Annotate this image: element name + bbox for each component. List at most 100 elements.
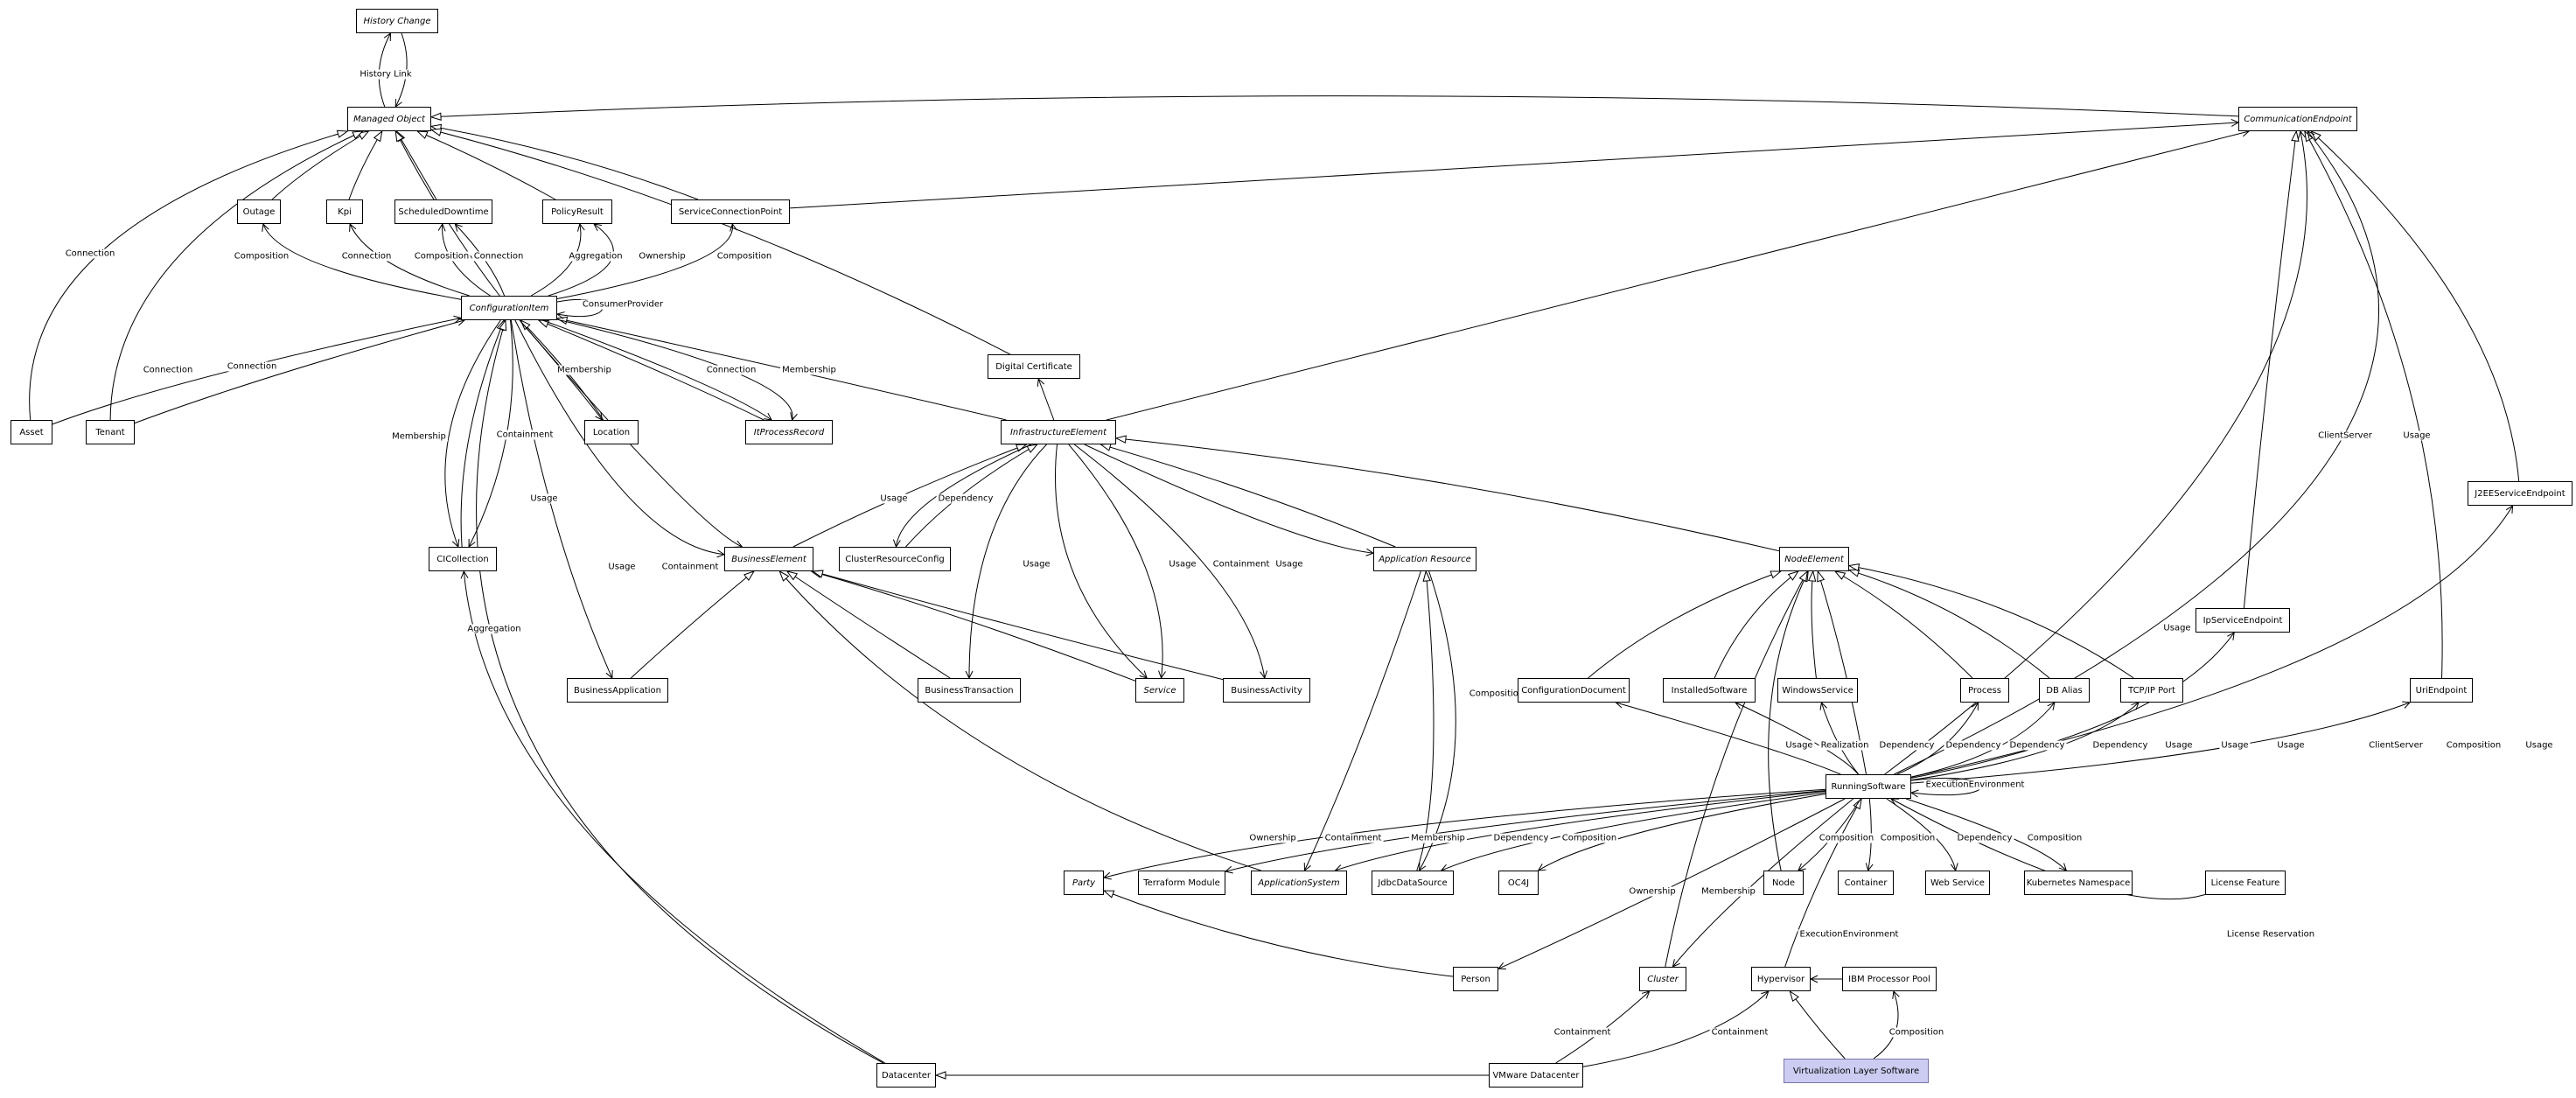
node-it-process-record[interactable]: ItProcessRecord [745,420,833,444]
edge-infrastructure-element-cluster-resource-config [892,444,1032,549]
edge-running-software-ip-service-endpoint [1910,632,2235,779]
edge-label: Usage [2275,740,2307,751]
edge-label: Containment [1211,559,1272,570]
edge-label: Ownership [1247,833,1298,843]
edge-vmware-datacenter-hypervisor [1582,990,1770,1067]
edge-configuration-item-ci-collection [444,319,501,549]
edge-label: Ownership [637,251,688,262]
node-kpi[interactable]: Kpi [326,199,363,224]
node-tcpip-port[interactable]: TCP/IP Port [2120,678,2183,703]
edge-label: Dependency [1955,833,2014,843]
edge-label: Composition [2444,740,2503,751]
node-jdbc-data-source[interactable]: JdbcDataSource [1372,871,1454,895]
edge-label: Aggregation [567,251,625,262]
edge-application-resource-application-system [1303,570,1421,872]
node-node[interactable]: Node [1763,871,1804,895]
node-person[interactable]: Person [1453,967,1498,991]
edge-application-system-business-element [778,570,1261,871]
node-cluster-resource-config[interactable]: ClusterResourceConfig [839,547,951,571]
node-node-element[interactable]: NodeElement [1779,547,1849,571]
node-kubernetes-namespace[interactable]: Kubernetes Namespace [2024,871,2133,895]
edge-datacenter-configuration-item [476,318,884,1064]
node-application-resource[interactable]: Application Resource [1373,547,1476,571]
node-datacenter[interactable]: Datacenter [876,1063,936,1088]
node-asset[interactable]: Asset [10,420,52,444]
node-scheduled-downtime[interactable]: ScheduledDowntime [394,199,492,224]
node-ibm-processor-pool[interactable]: IBM Processor Pool [1842,967,1937,991]
edge-label: Composition [1467,689,1526,699]
node-db-alias[interactable]: DB Alias [2039,678,2090,703]
edge-asset-managed-object [29,129,349,421]
node-service-connection-point[interactable]: ServiceConnectionPoint [671,199,790,224]
edge-label: Composition [412,251,471,262]
node-infrastructure-element[interactable]: InfrastructureElement [1001,420,1116,444]
edge-label: Composition [2025,833,2084,843]
edge-label: Usage [1021,559,1052,570]
node-windows-service[interactable]: WindowsService [1777,678,1858,703]
node-tenant[interactable]: Tenant [86,420,135,444]
node-hypervisor[interactable]: Hypervisor [1751,967,1811,991]
node-business-activity[interactable]: BusinessActivity [1223,678,1310,703]
edge-running-software-jdbc-data-source [1440,792,1826,872]
node-cluster[interactable]: Cluster [1639,967,1686,991]
edge-configuration-item-business-element [514,319,726,558]
node-vmware-datacenter[interactable]: VMware Datacenter [1489,1063,1583,1088]
node-license-feature[interactable]: License Feature [2205,871,2286,895]
edge-outage-managed-object [271,130,370,200]
edge-running-software-communication-endpoint [1884,129,2307,775]
node-digital-certificate[interactable]: Digital Certificate [988,354,1080,379]
edge-label: Membership [1700,886,1757,897]
edge-configuration-item-outage [262,222,462,300]
node-managed-object[interactable]: Managed Object [347,107,431,131]
edge-label: Dependency [1877,740,1937,751]
edge-ip-service-endpoint-communication-endpoint [2243,129,2300,609]
node-uri-endpoint[interactable]: UriEndpoint [2410,678,2473,703]
edge-label: Connection [225,361,279,372]
node-location[interactable]: Location [584,420,639,444]
node-container[interactable]: Container [1838,871,1894,895]
edge-label: Dependency [2007,740,2067,751]
edge-label: Connection [471,251,526,262]
edge-configuration-item-kpi [349,222,470,297]
edge-datacenter-ci-collection [460,570,886,1064]
node-web-service[interactable]: Web Service [1925,871,1990,895]
node-virtualization-layer-software[interactable]: Virtualization Layer Software [1784,1059,1929,1083]
edge-label: Connection [704,365,758,375]
edge-label: ClientServer [2316,430,2374,441]
edge-running-software-installed-software [1734,702,1859,775]
edge-tcpip-port-node-element [1847,563,2134,679]
node-outage[interactable]: Outage [237,199,281,224]
node-communication-endpoint[interactable]: CommunicationEndpoint [2238,107,2357,131]
node-business-transaction[interactable]: BusinessTransaction [918,678,1021,703]
node-ip-service-endpoint[interactable]: IpServiceEndpoint [2196,608,2290,633]
node-configuration-document[interactable]: ConfigurationDocument [1518,678,1630,703]
edge-db-alias-node-element [1847,569,2050,679]
edge-label: Containment [1552,1027,1613,1038]
edge-label: Usage [2401,430,2433,441]
node-ci-collection[interactable]: CICollection [429,547,497,571]
node-configuration-item[interactable]: ConfigurationItem [461,296,557,320]
node-policy-result[interactable]: PolicyResult [542,199,612,224]
edge-it-process-record-configuration-item [537,319,764,421]
node-business-application[interactable]: BusinessApplication [567,678,668,703]
node-j2ee-service-endpoint[interactable]: J2EEServiceEndpoint [2468,481,2573,506]
edge-running-software-uri-endpoint [1910,701,2412,784]
node-history-change[interactable]: History Change [356,9,438,33]
edge-configuration-item-service-connection-point [556,222,737,299]
edge-label: Usage [606,562,638,572]
node-process[interactable]: Process [1960,678,2009,703]
edge-label: Usage [1167,559,1198,570]
node-terraform-module[interactable]: Terraform Module [1138,871,1225,895]
node-business-element[interactable]: BusinessElement [724,547,813,571]
edge-tenant-managed-object [109,130,364,421]
edge-label: Usage [2163,740,2195,751]
node-installed-software[interactable]: InstalledSoftware [1663,678,1756,703]
node-oc4j[interactable]: OC4J [1498,871,1539,895]
edge-label: Containment [494,430,555,440]
node-running-software[interactable]: RunningSoftware [1826,774,1911,799]
edge-business-activity-business-element [811,570,1224,681]
node-party[interactable]: Party [1064,871,1104,895]
node-service[interactable]: Service [1135,678,1184,703]
node-application-system[interactable]: ApplicationSystem [1251,871,1347,895]
